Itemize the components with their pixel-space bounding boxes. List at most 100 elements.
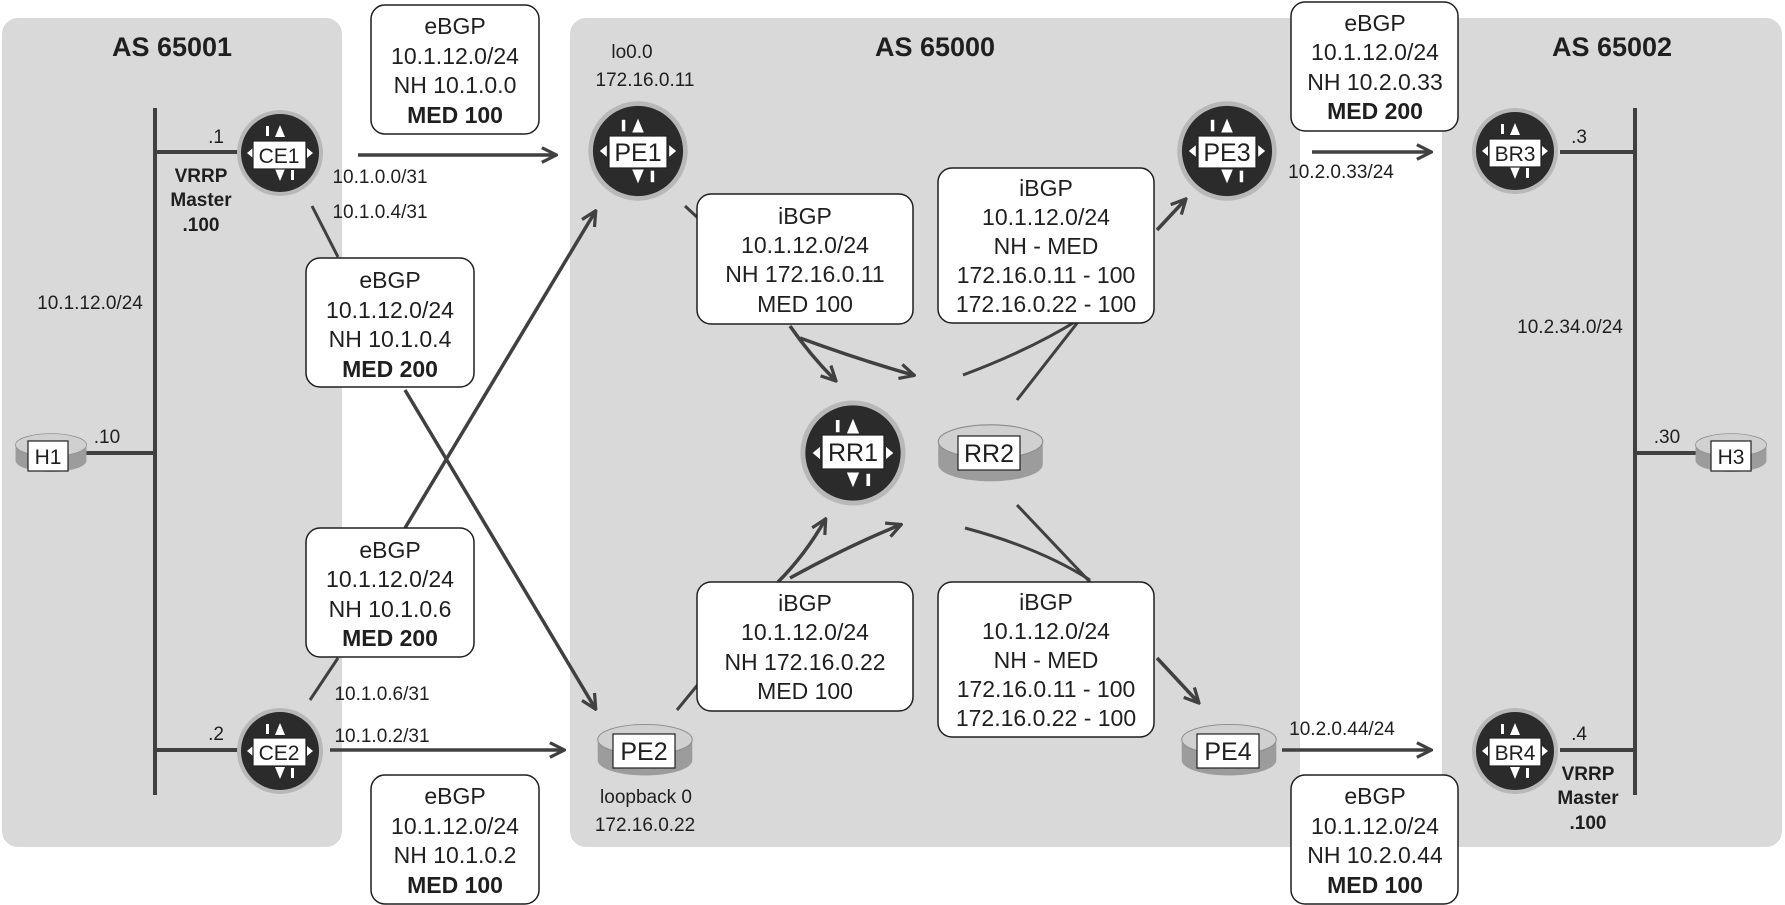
lan-right-label: 10.2.34.0/24 — [1517, 317, 1623, 338]
route-box-pe3-br3-line3: NH 10.2.0.33 — [1307, 69, 1443, 95]
route-box-ce2-pe1-line4: MED 200 — [342, 625, 438, 651]
router-ce2: CE2 — [237, 708, 323, 794]
route-box-ce1-pe2: eBGP 10.1.12.0/24 NH 10.1.0.4 MED 200 — [305, 257, 475, 388]
route-box-pe1-rr: iBGP 10.1.12.0/24 NH 172.16.0.11 MED 100 — [696, 193, 914, 325]
router-rr1-label: RR1 — [828, 439, 878, 467]
route-box-ce2-pe2-line1: eBGP — [424, 783, 485, 809]
route-box-ce2-pe2: eBGP 10.1.12.0/24 NH 10.1.0.2 MED 100 — [370, 774, 540, 905]
link-ce2-pe1-label: 10.1.0.6/31 — [334, 684, 429, 705]
route-box-pe3-br3-line2: 10.1.12.0/24 — [1311, 39, 1439, 65]
route-box-ce2-pe2-line2: 10.1.12.0/24 — [391, 813, 519, 839]
router-ce1-label: CE1 — [259, 145, 300, 168]
route-box-pe2-rr-line3: NH 172.16.0.22 — [724, 649, 885, 675]
router-rr2-label: RR2 — [964, 440, 1014, 468]
router-rr2: RR2 — [937, 424, 1044, 482]
route-box-rr-pe3-line5: 172.16.0.22 - 100 — [956, 291, 1136, 317]
route-box-pe4-br4: eBGP 10.1.12.0/24 NH 10.2.0.44 MED 100 — [1290, 774, 1459, 905]
ce2-addr-label: .2 — [208, 724, 224, 745]
ce1-vrrp-line2: Master — [170, 190, 232, 211]
router-br3: BR3 — [1472, 108, 1558, 194]
link-rr2-box-top — [1015, 321, 1080, 401]
br4-vrrp-line2: Master — [1557, 788, 1619, 809]
route-box-ce1-pe1-line2: 10.1.12.0/24 — [391, 43, 519, 69]
route-box-pe3-br3-line1: eBGP — [1344, 10, 1405, 36]
route-box-ce2-pe1-line3: NH 10.1.0.6 — [329, 596, 452, 622]
route-box-ce1-pe1-line3: NH 10.1.0.0 — [394, 72, 517, 98]
route-box-pe3-br3-line4: MED 200 — [1327, 98, 1423, 124]
route-box-ce2-pe1: eBGP 10.1.12.0/24 NH 10.1.0.6 MED 200 — [305, 527, 475, 658]
route-box-rr-pe3-line3: NH - MED — [994, 233, 1099, 259]
br4-vrrp-line1: VRRP — [1562, 764, 1615, 785]
pe1-loopback-name: lo0.0 — [611, 42, 652, 63]
link-pe4-br4-label: 10.2.0.44/24 — [1289, 719, 1395, 740]
arrow-pe2-rr2 — [789, 525, 900, 580]
route-box-pe4-br4-line2: 10.1.12.0/24 — [1311, 813, 1439, 839]
link-ce2-pe2-label: 10.1.0.2/31 — [334, 726, 429, 747]
router-pe2-label: PE2 — [620, 738, 667, 766]
route-box-ce1-pe2-line4: MED 200 — [342, 356, 438, 382]
host-h3-label: H3 — [1718, 446, 1745, 469]
h3-addr-label: .30 — [1654, 427, 1680, 448]
arrow-ce1-pe2 — [403, 389, 595, 708]
ce1-vrrp-line1: VRRP — [175, 166, 228, 187]
route-box-ce2-pe2-line4: MED 100 — [407, 872, 503, 898]
router-pe2: PE2 — [597, 723, 693, 776]
route-box-pe3-br3: eBGP 10.1.12.0/24 NH 10.2.0.33 MED 200 — [1290, 1, 1459, 132]
br3-addr-label: .3 — [1571, 127, 1587, 148]
br4-addr-label: .4 — [1571, 724, 1587, 745]
arrow-pe1-rr1 — [788, 325, 835, 380]
pe2-loopback-addr: 172.16.0.22 — [595, 815, 695, 836]
router-pe1: PE1 — [588, 101, 688, 201]
route-box-pe2-rr-line4: MED 100 — [757, 678, 853, 704]
route-box-ce1-pe2-line3: NH 10.1.0.4 — [329, 326, 452, 352]
link-ce1-pe2-label: 10.1.0.4/31 — [332, 202, 427, 223]
host-h1-label: H1 — [35, 446, 62, 469]
route-box-pe4-br4-line1: eBGP — [1344, 783, 1405, 809]
br4-vrrp-line3: .100 — [1570, 813, 1607, 834]
route-box-rr-pe4-line1: iBGP — [1019, 589, 1073, 615]
route-box-rr-pe4: iBGP 10.1.12.0/24 NH - MED 172.16.0.11 -… — [937, 581, 1155, 738]
route-box-pe2-rr-line1: iBGP — [778, 590, 832, 616]
pe1-loopback-addr: 172.16.0.11 — [596, 70, 695, 91]
link-ce2-box — [308, 657, 340, 701]
route-box-rr-pe3-line4: 172.16.0.11 - 100 — [957, 262, 1136, 288]
link-pe3-br3-label: 10.2.0.33/24 — [1288, 162, 1394, 183]
route-box-ce1-pe1: eBGP 10.1.12.0/24 NH 10.1.0.0 MED 100 — [370, 4, 540, 135]
route-box-ce1-pe2-line1: eBGP — [359, 267, 420, 293]
router-pe3: PE3 — [1177, 101, 1277, 201]
as65002-title: AS 65002 — [1552, 32, 1672, 62]
route-box-pe2-rr: iBGP 10.1.12.0/24 NH 172.16.0.22 MED 100 — [696, 581, 914, 712]
lan-left-label: 10.1.12.0/24 — [37, 293, 143, 314]
route-box-ce1-pe2-line2: 10.1.12.0/24 — [326, 297, 454, 323]
link-pe1-box — [683, 204, 700, 220]
h1-addr-label: .10 — [94, 427, 120, 448]
router-br3-label: BR3 — [1495, 143, 1536, 166]
route-box-ce2-pe1-line1: eBGP — [359, 537, 420, 563]
region-as65001 — [2, 18, 342, 847]
router-ce2-label: CE2 — [259, 742, 300, 765]
router-ce1: CE1 — [237, 110, 323, 196]
router-pe3-label: PE3 — [1203, 139, 1250, 167]
arrow-pe2-rr1 — [776, 520, 825, 584]
route-box-rr-pe4-line4: 172.16.0.11 - 100 — [957, 676, 1136, 702]
route-box-rr-pe4-line2: 10.1.12.0/24 — [982, 618, 1110, 644]
ce1-addr-label: .1 — [208, 127, 224, 148]
arrow-pe1-rr2 — [799, 336, 913, 375]
as65001-title: AS 65001 — [112, 32, 232, 62]
router-br4-label: BR4 — [1495, 742, 1536, 765]
route-box-rr-pe3-line1: iBGP — [1019, 175, 1073, 201]
route-box-pe4-br4-line3: NH 10.2.0.44 — [1307, 842, 1443, 868]
link-ce1-box — [310, 205, 340, 258]
as65000-title: AS 65000 — [875, 32, 995, 62]
route-box-rr-pe4-line3: NH - MED — [994, 647, 1099, 673]
router-pe4-label: PE4 — [1204, 738, 1251, 766]
route-box-rr-pe4-line5: 172.16.0.22 - 100 — [956, 705, 1136, 731]
arrow-box-pe4 — [1155, 656, 1198, 702]
ce1-vrrp-line3: .100 — [183, 215, 220, 236]
router-br4: BR4 — [1472, 708, 1558, 794]
route-box-pe4-br4-line4: MED 100 — [1327, 872, 1423, 898]
route-box-ce2-pe2-line3: NH 10.1.0.2 — [394, 842, 517, 868]
route-box-ce2-pe1-line2: 10.1.12.0/24 — [326, 566, 454, 592]
arrow-ce2-pe1 — [403, 212, 595, 529]
